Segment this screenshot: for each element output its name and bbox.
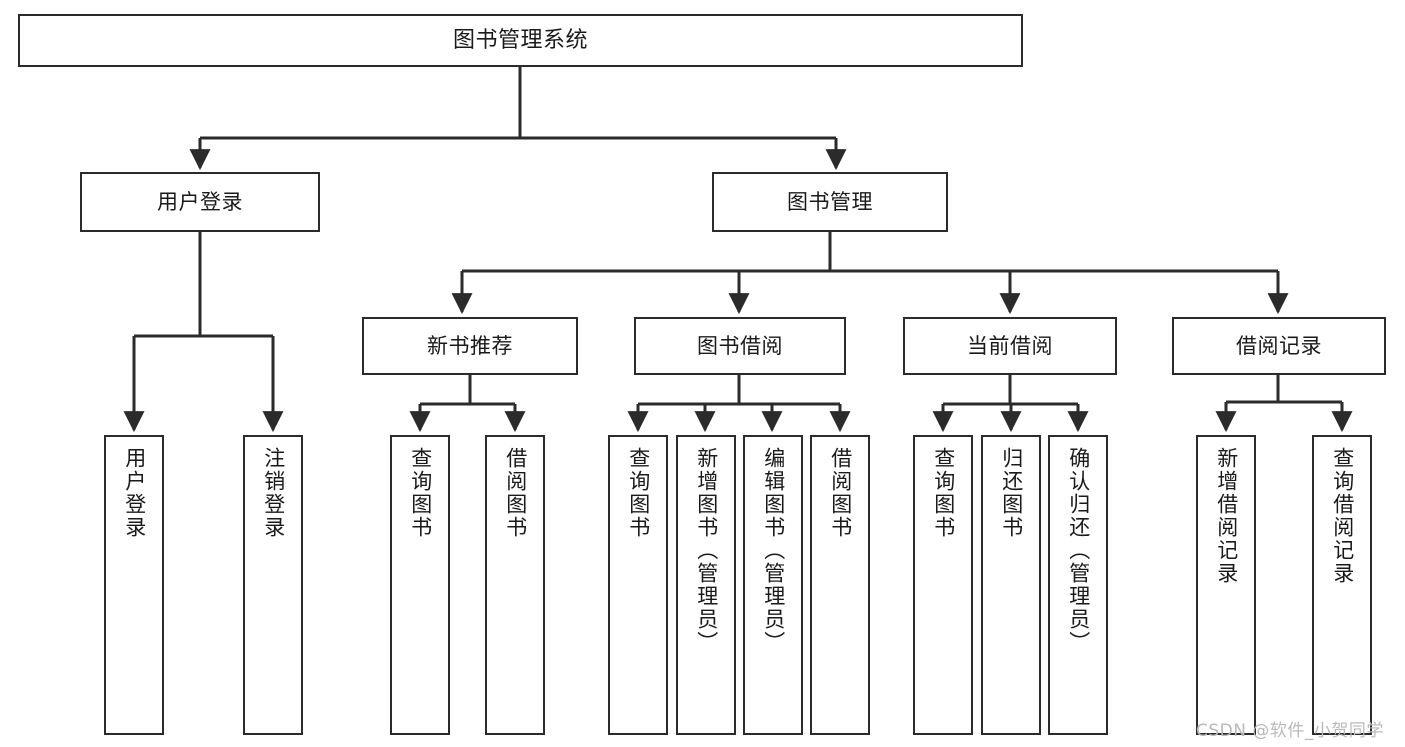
node-new-book-rec-label: 新书推荐 [427,333,513,358]
leaf-query-book-1[interactable]: 查询图书 [390,435,450,735]
leaf-query-book-2-label: 查询图书 [626,447,651,539]
leaf-query-book-3-label: 查询图书 [931,447,956,539]
leaf-user-login[interactable]: 用户登录 [104,435,164,735]
leaf-edit-book-label: 编辑图书（管理员） [761,447,786,654]
node-book-manage[interactable]: 图书管理 [712,172,948,232]
leaf-query-record-label: 查询借阅记录 [1330,447,1355,585]
leaf-borrow-book-1-label: 借阅图书 [503,447,528,539]
leaf-borrow-book-2-label: 借阅图书 [828,447,853,539]
leaf-borrow-book-2[interactable]: 借阅图书 [810,435,870,735]
leaf-return-book-label: 归还图书 [999,447,1024,539]
node-current-borrow-label: 当前借阅 [967,333,1053,358]
node-root[interactable]: 图书管理系统 [18,14,1023,67]
leaf-return-book[interactable]: 归还图书 [981,435,1041,735]
node-book-borrow-label: 图书借阅 [697,333,783,358]
leaf-query-book-3[interactable]: 查询图书 [913,435,973,735]
leaf-confirm-return-label: 确认归还（管理员） [1066,447,1091,654]
leaf-add-record-label: 新增借阅记录 [1214,447,1239,585]
node-borrow-record-label: 借阅记录 [1236,333,1322,358]
leaf-query-book-1-label: 查询图书 [408,447,433,539]
node-borrow-record[interactable]: 借阅记录 [1172,317,1386,375]
leaf-logout-label: 注销登录 [261,447,286,539]
leaf-confirm-return[interactable]: 确认归还（管理员） [1048,435,1108,735]
leaf-edit-book[interactable]: 编辑图书（管理员） [743,435,803,735]
node-user-login-label: 用户登录 [157,189,243,214]
leaf-user-login-label: 用户登录 [122,447,147,539]
node-new-book-rec[interactable]: 新书推荐 [362,317,578,375]
leaf-query-book-2[interactable]: 查询图书 [608,435,668,735]
leaf-query-record[interactable]: 查询借阅记录 [1312,435,1372,735]
node-current-borrow[interactable]: 当前借阅 [903,317,1117,375]
leaf-add-record[interactable]: 新增借阅记录 [1196,435,1256,735]
leaf-add-book-label: 新增图书（管理员） [694,447,719,654]
node-book-borrow[interactable]: 图书借阅 [634,317,846,375]
leaf-add-book[interactable]: 新增图书（管理员） [676,435,736,735]
leaf-borrow-book-1[interactable]: 借阅图书 [485,435,545,735]
node-user-login[interactable]: 用户登录 [80,172,320,232]
csdn-watermark: CSDN @软件_小贺同学 [1196,721,1384,741]
leaf-logout[interactable]: 注销登录 [243,435,303,735]
node-book-manage-label: 图书管理 [787,189,873,214]
node-root-label: 图书管理系统 [452,27,588,53]
